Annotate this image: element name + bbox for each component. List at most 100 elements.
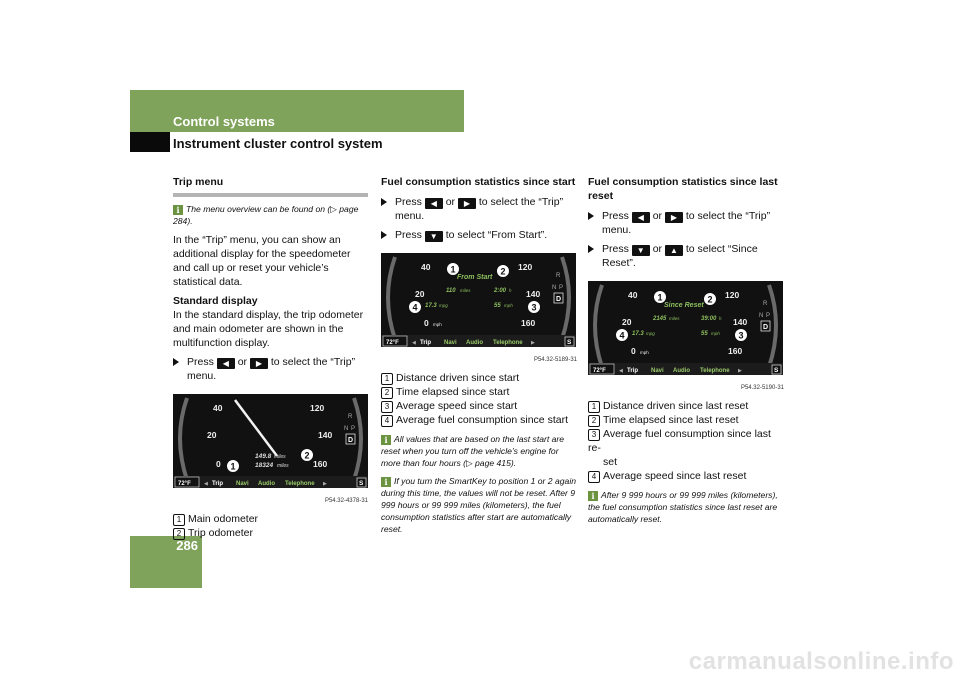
legend-marker: 2	[381, 387, 393, 399]
step-text: Press	[602, 210, 629, 222]
marker-3-label: 3	[532, 303, 537, 313]
step-text: or	[652, 210, 663, 222]
legend-marker: 2	[173, 528, 185, 540]
page-number-box	[130, 536, 202, 588]
marker-2	[703, 292, 717, 306]
down-button-icon: ▼	[631, 245, 650, 256]
nav-left-arrow: ◀	[619, 368, 623, 374]
tick-label: 40	[628, 290, 638, 300]
cluster-image-standard: 40 20 0 120 140 160 149.8 miles 18324 mi…	[173, 394, 368, 488]
consumption-value: 17.3	[632, 331, 644, 337]
step-text: Press	[395, 196, 422, 208]
info-note-text: If you turn the SmartKey to position 1 o…	[381, 476, 577, 534]
marker-2-label: 2	[708, 295, 713, 305]
right-button-icon: ▶	[457, 198, 476, 209]
legend-item-continuation: set	[603, 456, 618, 468]
step-text: to select the “Trip” menu.	[602, 210, 771, 236]
legend-marker: 1	[173, 514, 185, 526]
nav-trip: Trip	[212, 481, 223, 487]
figure-reference: P54.32-5189-31	[533, 357, 577, 363]
nav-navi: Navi	[651, 368, 664, 374]
trip-odometer-value: 149.8	[255, 453, 272, 460]
gear-r: R	[556, 273, 561, 279]
heading-since-reset: Fuel consumption statistics since last r…	[588, 176, 778, 202]
heading-trip-menu: Trip menu	[173, 176, 224, 188]
gear-p: P	[766, 313, 770, 319]
nav-left-arrow: ◀	[204, 481, 208, 487]
left-button-icon: ◀	[216, 358, 235, 369]
nav-telephone: Telephone	[700, 368, 730, 374]
legend-marker: 1	[381, 373, 393, 385]
step-text: or	[652, 243, 663, 255]
gear-r: R	[348, 414, 353, 420]
legend-marker: 4	[588, 471, 600, 483]
step-text: Press	[187, 356, 214, 368]
nav-trip: Trip	[627, 368, 638, 374]
s-indicator: S	[567, 339, 572, 346]
figure-reference: P54.32-4378-31	[324, 498, 368, 504]
header-tab	[130, 132, 170, 152]
time-unit: h	[719, 316, 722, 321]
legend-text: Distance driven since start	[396, 372, 520, 384]
gear-n: N	[552, 285, 556, 291]
tick-label: 20	[415, 289, 425, 299]
marker-1	[653, 290, 667, 304]
nav-right-arrow: ▶	[738, 368, 742, 374]
step-text: to select the “Trip” menu.	[395, 196, 564, 222]
marker-2	[300, 448, 314, 462]
marker-1-label: 1	[451, 265, 456, 275]
speed-value-unit: mph	[711, 331, 720, 336]
tick-label: 160	[313, 459, 327, 469]
marker-3	[734, 328, 748, 342]
nav-navi: Navi	[444, 340, 457, 346]
tick-label: 140	[318, 430, 332, 440]
main-odometer-value: 18324	[255, 462, 273, 469]
marker-1	[226, 459, 240, 473]
intro-text: In the “Trip” menu, you can show an addi…	[173, 234, 351, 288]
step-arrow-icon	[588, 245, 594, 253]
display-title: From Start	[457, 274, 493, 281]
legend-marker: 3	[381, 401, 393, 413]
step-arrow-icon	[173, 358, 179, 366]
marker-4	[615, 328, 629, 342]
step-text: Press	[395, 229, 422, 241]
watermark: carmanualsonline.info	[688, 648, 954, 675]
step-text: to select “From Start”.	[445, 229, 548, 241]
step-arrow-icon	[381, 231, 387, 239]
info-icon: i	[588, 491, 598, 501]
info-icon: i	[173, 205, 183, 215]
tick-label: 120	[518, 262, 532, 272]
legend-marker: 4	[381, 415, 393, 427]
speed-unit: mph	[433, 322, 442, 327]
heading-rule	[173, 193, 368, 197]
distance-unit: miles	[669, 316, 680, 321]
down-button-icon: ▼	[424, 231, 443, 242]
header-strip	[170, 132, 464, 152]
gear-d: D	[348, 437, 353, 444]
header-bar	[130, 90, 464, 132]
consumption-unit: mpg	[439, 303, 448, 308]
nav-left-arrow: ◀	[412, 340, 416, 346]
legend-marker: 2	[588, 415, 600, 427]
step-text: or	[237, 356, 248, 368]
marker-4-label: 4	[413, 303, 418, 313]
legend-text: Average speed since last reset	[603, 470, 747, 482]
legend-marker: 3	[588, 429, 600, 441]
legend-text: Trip odometer	[188, 527, 253, 539]
distance-unit: miles	[460, 288, 471, 293]
gear-n: N	[344, 426, 348, 432]
nav-right-arrow: ▶	[323, 481, 327, 487]
legend-text: Average speed since start	[396, 400, 518, 412]
info-icon: i	[381, 477, 391, 487]
nav-telephone: Telephone	[493, 340, 523, 346]
chapter-title: Control systems	[173, 114, 275, 129]
